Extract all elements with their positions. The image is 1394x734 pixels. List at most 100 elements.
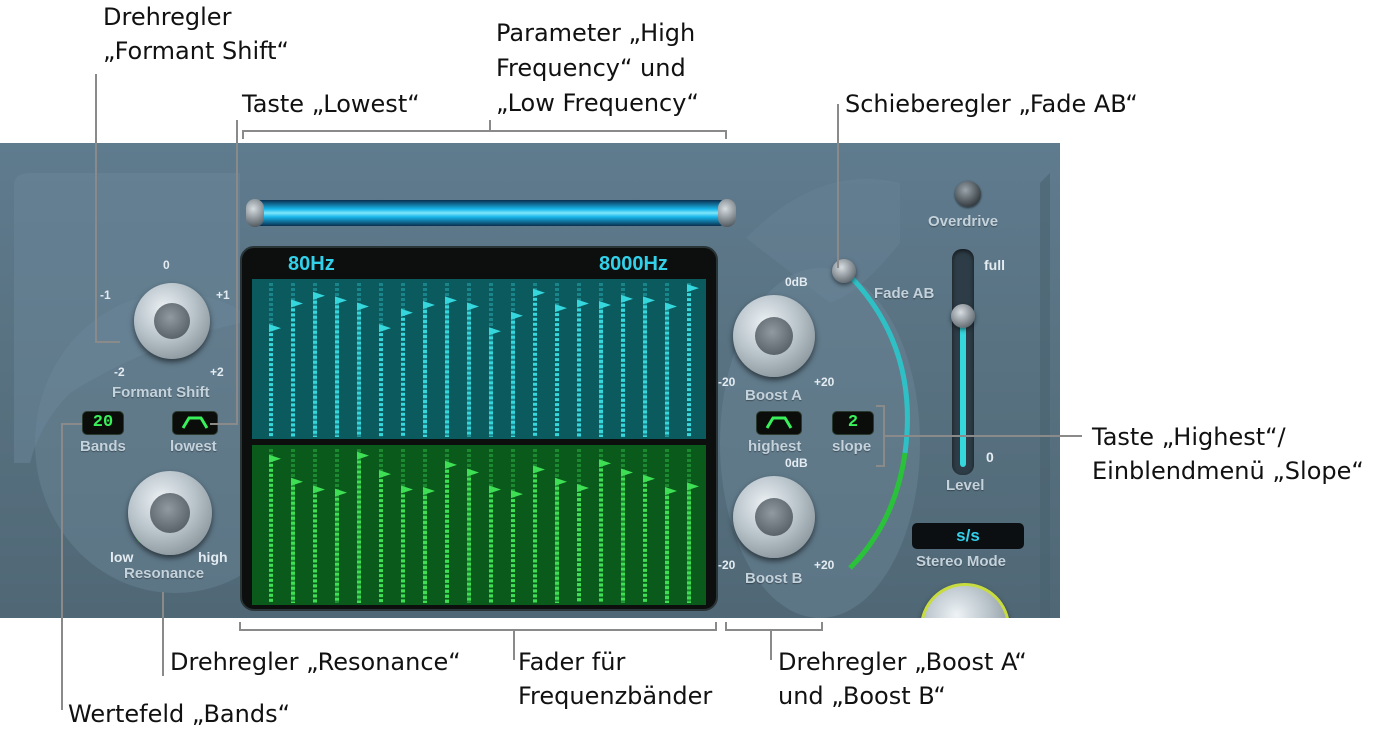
synthesis-band-fader-handle-17[interactable]	[621, 468, 633, 477]
frequency-range-bar[interactable]	[246, 196, 736, 230]
synthesis-band-fader-handle-20[interactable]	[687, 482, 699, 491]
synthesis-band-fader-handle-15[interactable]	[577, 483, 589, 492]
synthesis-band-fader-handle-11[interactable]	[489, 485, 501, 494]
synthesis-band-fader-handle-6[interactable]	[379, 470, 391, 479]
callout-highest-slope-line1: Taste „Highest“/	[1092, 423, 1286, 451]
formant-shift-tick-0: 0	[163, 258, 170, 272]
formant-shift-tick-minus2: -2	[114, 365, 125, 379]
analysis-band-fader-handle-8[interactable]	[423, 301, 435, 310]
synthesis-band-fader-handle-18[interactable]	[643, 474, 655, 483]
low-frequency-value[interactable]: 80Hz	[288, 253, 335, 275]
low-frequency-handle[interactable]	[246, 199, 264, 227]
slope-menu[interactable]: 2	[832, 411, 874, 435]
analysis-band-fader-handle-2[interactable]	[291, 299, 303, 308]
overdrive-button[interactable]	[955, 181, 981, 207]
synthesis-band-fader-handle-13[interactable]	[533, 465, 545, 474]
boost-b-knob-cap	[755, 498, 793, 536]
synthesis-band-fader-handle-16[interactable]	[599, 459, 611, 468]
synthesis-band-fader-handle-4[interactable]	[335, 488, 347, 497]
highest-button[interactable]	[756, 411, 802, 435]
level-slider-handle[interactable]	[951, 303, 975, 328]
formant-shift-label: Formant Shift	[112, 384, 210, 401]
resonance-knob[interactable]	[128, 471, 212, 555]
level-slider[interactable]	[951, 249, 975, 475]
synthesis-band-fader-handle-19[interactable]	[665, 487, 677, 496]
callout-resonance: Drehregler „Resonance“	[170, 648, 461, 676]
analysis-band-fader-handle-1[interactable]	[269, 324, 281, 333]
analysis-band-fader-handle-14[interactable]	[555, 304, 567, 313]
highest-curve-icon	[765, 416, 793, 429]
callout-lowest: Taste „Lowest“	[242, 90, 420, 118]
boost-b-knob[interactable]	[733, 476, 815, 558]
boost-a-knob-cap	[755, 317, 793, 355]
callout-formant-shift-line2: „Formant Shift“	[103, 37, 289, 65]
fade-ab-arc	[841, 267, 910, 570]
formant-shift-knob[interactable]	[134, 283, 210, 359]
formant-shift-tick-plus1: +1	[216, 288, 230, 302]
synthesis-band-fader-handle-3[interactable]	[313, 485, 325, 494]
analysis-band-fader-handle-4[interactable]	[335, 296, 347, 305]
evoc-vocoder-panel: 80Hz 8000Hz 0 -1 +1 -2 +2 Formant Shift …	[0, 143, 1060, 618]
frequency-range-bar-track	[256, 200, 724, 226]
slope-label: slope	[832, 438, 872, 455]
analysis-band-fader-handle-10[interactable]	[467, 302, 479, 311]
bands-value-field[interactable]: 20	[82, 411, 124, 435]
boost-b-max-tick: +20	[814, 558, 835, 572]
boost-a-knob[interactable]	[733, 295, 815, 377]
formant-shift-tick-minus1: -1	[100, 288, 111, 302]
analysis-band-fader-handle-13[interactable]	[533, 288, 545, 297]
analysis-band-fader-handle-17[interactable]	[621, 294, 633, 303]
analysis-band-fader-handle-12[interactable]	[511, 311, 523, 320]
analysis-band-fader-handle-16[interactable]	[599, 301, 611, 310]
high-frequency-handle[interactable]	[718, 199, 736, 227]
boost-b-top-tick: 0dB	[785, 456, 808, 470]
synthesis-band-fader-handle-5[interactable]	[357, 451, 369, 460]
fade-ab-slider-handle[interactable]	[832, 259, 856, 283]
boost-a-top-tick: 0dB	[785, 275, 808, 289]
lowest-curve-icon	[181, 416, 209, 429]
formant-shift-knob-cap	[154, 303, 190, 339]
callout-frequency-line1: Parameter „High	[496, 19, 696, 47]
level-slider-fill	[960, 315, 966, 467]
overdrive-label: Overdrive	[928, 213, 999, 230]
analysis-band-fader-handle-6[interactable]	[379, 324, 391, 333]
analysis-band-fader-handle-5[interactable]	[357, 302, 369, 311]
analysis-band-fader-handle-18[interactable]	[643, 296, 655, 305]
synthesis-band-fader-handle-12[interactable]	[511, 490, 523, 499]
resonance-knob-cap	[150, 493, 190, 533]
callout-formant-shift-line1: Drehregler	[103, 3, 232, 31]
resonance-label: Resonance	[124, 565, 205, 582]
boost-a-min-tick: -20	[718, 375, 736, 389]
synthesis-band-fader-handle-7[interactable]	[401, 485, 413, 494]
boost-b-label: Boost B	[745, 570, 803, 587]
analysis-band-fader-handle-20[interactable]	[687, 284, 699, 293]
callout-fade-ab: Schieberegler „Fade AB“	[845, 90, 1138, 118]
analysis-band-fader-handle-3[interactable]	[313, 291, 325, 300]
analysis-band-fader-handle-9[interactable]	[445, 296, 457, 305]
analysis-band-fader-handle-11[interactable]	[489, 327, 501, 336]
callout-boost-line1: Drehregler „Boost A“	[778, 648, 1027, 676]
high-frequency-value[interactable]: 8000Hz	[599, 253, 668, 275]
analysis-band-fader-handle-7[interactable]	[401, 308, 413, 317]
resonance-high-label: high	[198, 549, 228, 565]
highest-label: highest	[748, 438, 802, 455]
analysis-band-fader-handle-19[interactable]	[665, 302, 677, 311]
synthesis-band-fader-handle-8[interactable]	[423, 487, 435, 496]
synthesis-band-fader-handle-14[interactable]	[555, 477, 567, 486]
lower-fader-bank-bg	[252, 445, 706, 605]
analysis-band-fader-handle-15[interactable]	[577, 299, 589, 308]
synthesis-band-fader-handle-9[interactable]	[445, 460, 457, 469]
synthesis-band-fader-handle-2[interactable]	[291, 477, 303, 486]
callout-highest-slope-line2: Einblendmenü „Slope“	[1092, 457, 1364, 485]
stereo-mode-menu[interactable]: s/s	[912, 523, 1024, 549]
synthesis-band-fader-handle-1[interactable]	[269, 454, 281, 463]
frequency-band-faders[interactable]	[242, 279, 716, 609]
boost-a-label: Boost A	[745, 387, 802, 404]
callout-frequency-line2: Frequency“ und	[496, 54, 686, 82]
level-zero-label: 0	[986, 449, 994, 465]
boost-a-max-tick: +20	[814, 375, 835, 389]
fader-display: 80Hz 8000Hz	[240, 246, 718, 611]
level-full-label: full	[984, 257, 1005, 273]
synthesis-band-fader-handle-10[interactable]	[467, 468, 479, 477]
